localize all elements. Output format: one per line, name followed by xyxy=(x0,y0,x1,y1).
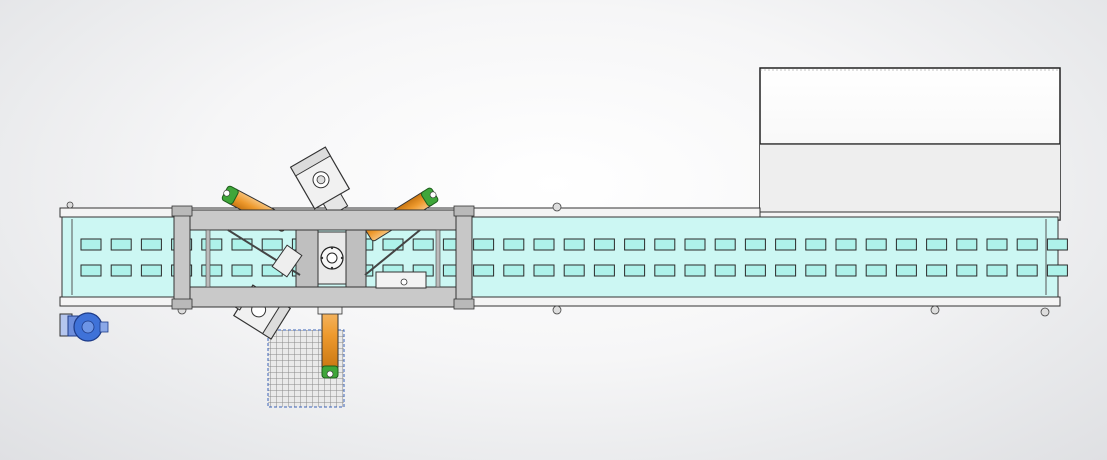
belt-slot xyxy=(503,238,525,251)
belt-slot xyxy=(563,238,585,251)
belt-slot xyxy=(382,238,404,251)
belt-slot xyxy=(986,238,1008,251)
belt-slot xyxy=(533,264,555,277)
center-camera-hub xyxy=(271,231,427,289)
belt-slot xyxy=(926,238,948,251)
belt-slot xyxy=(654,264,676,277)
belt-slot xyxy=(986,264,1008,277)
belt-slot xyxy=(624,264,646,277)
belt-slot xyxy=(1046,238,1068,251)
belt-slot xyxy=(895,264,917,277)
drive-motor xyxy=(59,312,109,342)
belt-slot xyxy=(865,238,887,251)
belt-slot xyxy=(503,264,525,277)
belt-slots xyxy=(80,238,1068,277)
belt-slot xyxy=(684,238,706,251)
belt-slot xyxy=(1016,264,1038,277)
belt-slot xyxy=(835,264,857,277)
light-cylinder-bottom xyxy=(317,299,343,379)
belt-slot xyxy=(231,238,253,251)
inspection-gantry xyxy=(171,205,475,310)
belt-slot xyxy=(956,238,978,251)
belt-slot xyxy=(805,238,827,251)
belt-slot xyxy=(201,238,223,251)
belt-slot xyxy=(775,264,797,277)
belt-slot xyxy=(714,238,736,251)
belt-slot xyxy=(412,238,434,251)
output-enclosure xyxy=(759,67,1061,221)
belt-slot xyxy=(835,238,857,251)
belt-slot xyxy=(563,264,585,277)
belt-slot xyxy=(140,264,162,277)
belt-slot xyxy=(714,264,736,277)
belt-slot xyxy=(744,238,766,251)
belt-slot xyxy=(231,264,253,277)
belt-slot xyxy=(593,264,615,277)
belt-slot xyxy=(624,238,646,251)
belt-slot xyxy=(201,264,223,277)
belt-slot xyxy=(80,264,102,277)
belt-slot xyxy=(895,238,917,251)
belt-slot xyxy=(865,264,887,277)
belt-slot xyxy=(533,238,555,251)
belt-slot xyxy=(1046,264,1068,277)
belt-slot xyxy=(1016,238,1038,251)
camera-top xyxy=(289,146,351,217)
belt-slot xyxy=(140,238,162,251)
belt-slot xyxy=(926,264,948,277)
belt-slot xyxy=(261,238,283,251)
belt-slot xyxy=(654,238,676,251)
belt-slot xyxy=(805,264,827,277)
belt-slot xyxy=(473,238,495,251)
belt-slot xyxy=(110,238,132,251)
belt-slot xyxy=(473,264,495,277)
belt-slot xyxy=(775,238,797,251)
belt-slot xyxy=(956,264,978,277)
belt-slot xyxy=(684,264,706,277)
belt-slot xyxy=(593,238,615,251)
belt-slot xyxy=(110,264,132,277)
belt-slot xyxy=(744,264,766,277)
belt-slot xyxy=(80,238,102,251)
